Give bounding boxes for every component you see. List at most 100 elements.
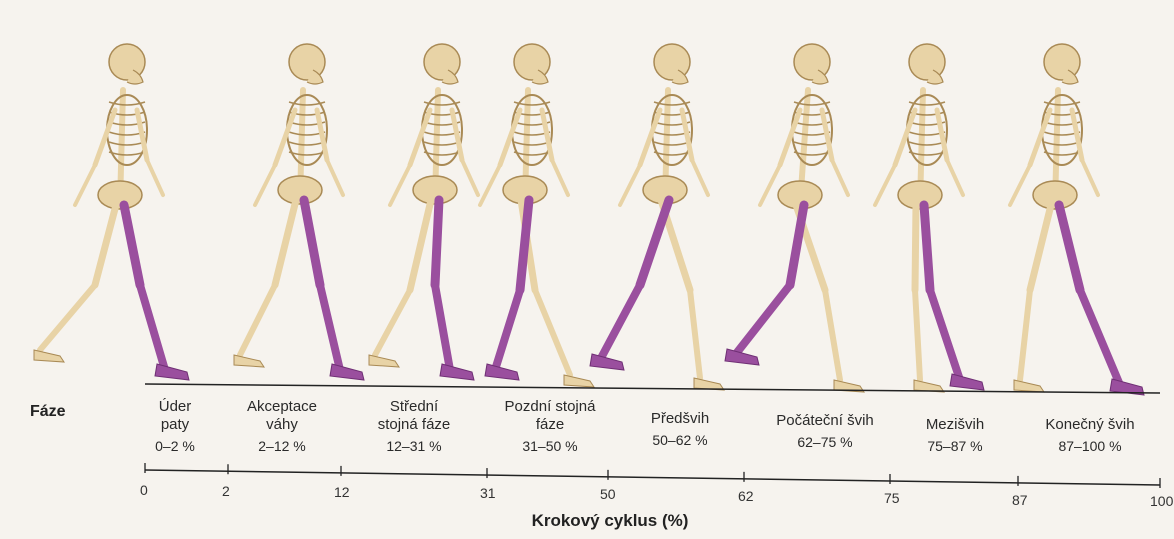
rib bbox=[654, 142, 690, 145]
foot bbox=[34, 350, 64, 362]
rib bbox=[289, 142, 325, 145]
phase-name: Mezišvih bbox=[905, 416, 1005, 434]
arm-lower bbox=[875, 165, 895, 205]
femur-highlight bbox=[1059, 205, 1080, 290]
phase-label-late-stance: Pozdní stojná fáze 31–50 % bbox=[480, 398, 620, 455]
tibia bbox=[240, 285, 275, 355]
foot-highlight bbox=[155, 364, 189, 380]
phase-range: 12–31 % bbox=[354, 437, 474, 455]
arm-upper bbox=[95, 110, 115, 165]
rib bbox=[424, 142, 460, 145]
arm-lower bbox=[75, 165, 95, 205]
tibia bbox=[825, 290, 840, 380]
phase-name: Předšvih bbox=[630, 410, 730, 428]
rib bbox=[909, 152, 945, 155]
foot-highlight bbox=[590, 354, 624, 370]
phase-range: 62–75 % bbox=[745, 433, 905, 451]
femur-highlight bbox=[924, 205, 930, 290]
tick-label: 87 bbox=[1012, 492, 1028, 508]
tibia-highlight bbox=[735, 285, 790, 355]
skeleton-figure bbox=[875, 44, 984, 392]
tibia-highlight bbox=[600, 285, 640, 360]
phase-name: Počáteční švih bbox=[745, 412, 905, 430]
tibia-highlight bbox=[495, 290, 520, 370]
phase-name: Pozdní stojná fáze bbox=[480, 398, 620, 434]
tibia-highlight bbox=[320, 285, 340, 370]
arm-lower bbox=[327, 160, 343, 195]
phase-label-terminal-swing: Konečný švih 87–100 % bbox=[1025, 416, 1155, 455]
phase-range: 75–87 % bbox=[905, 437, 1005, 455]
phase-range: 87–100 % bbox=[1025, 437, 1155, 455]
arm-upper bbox=[410, 110, 430, 165]
arm-lower bbox=[390, 165, 410, 205]
phase-name: Střední stojná fáze bbox=[354, 398, 474, 434]
rib bbox=[289, 152, 325, 155]
arm-lower bbox=[147, 160, 163, 195]
femur bbox=[1030, 205, 1051, 290]
arm-upper bbox=[1030, 110, 1050, 165]
femur bbox=[915, 205, 916, 290]
phase-label-initial-swing: Počáteční švih 62–75 % bbox=[745, 412, 905, 451]
phase-row-label: Fáze bbox=[30, 403, 66, 421]
axis-title: Krokový cyklus (%) bbox=[480, 511, 740, 531]
femur-highlight bbox=[640, 200, 669, 285]
rib bbox=[1044, 152, 1080, 155]
phase-range: 50–62 % bbox=[630, 431, 730, 449]
foot bbox=[1014, 380, 1044, 392]
arm-lower bbox=[552, 160, 568, 195]
femur-highlight bbox=[435, 200, 439, 285]
tibia bbox=[40, 285, 95, 350]
arm-lower bbox=[1082, 160, 1098, 195]
skeleton-figure bbox=[234, 44, 364, 380]
arm-lower bbox=[620, 165, 640, 205]
arm-upper bbox=[780, 110, 800, 165]
tick-label: 62 bbox=[738, 488, 754, 504]
foot bbox=[234, 355, 264, 367]
femur bbox=[410, 200, 431, 290]
tick-label: 2 bbox=[222, 483, 230, 499]
skeleton-figure bbox=[1010, 44, 1144, 395]
arm-lower bbox=[255, 165, 275, 205]
tibia-highlight bbox=[930, 290, 960, 380]
tick-label: 31 bbox=[480, 485, 496, 501]
phase-name: Konečný švih bbox=[1025, 416, 1155, 434]
rib bbox=[514, 142, 550, 145]
skeleton-figure bbox=[590, 44, 724, 390]
phase-label-mid-stance: Střední stojná fáze 12–31 % bbox=[354, 398, 474, 455]
foot-highlight bbox=[485, 364, 519, 380]
phase-name: Úder paty bbox=[130, 398, 220, 434]
tibia bbox=[1020, 290, 1030, 380]
femur-highlight bbox=[304, 200, 320, 285]
arm-lower bbox=[947, 160, 963, 195]
phase-range: 2–12 % bbox=[222, 437, 342, 455]
arm-lower bbox=[480, 165, 500, 205]
tick-label: 0 bbox=[140, 482, 148, 498]
skeleton-figure bbox=[480, 44, 594, 387]
rib bbox=[109, 142, 145, 145]
arm-upper bbox=[500, 110, 520, 165]
phase-label-heel-strike: Úder paty 0–2 % bbox=[130, 398, 220, 455]
skeleton-figure bbox=[369, 44, 478, 380]
arm-lower bbox=[1010, 165, 1030, 205]
tibia-highlight bbox=[1080, 290, 1120, 385]
tick-label: 75 bbox=[884, 490, 900, 506]
tick-label: 100 bbox=[1150, 493, 1173, 509]
femur bbox=[275, 200, 296, 285]
arm-upper bbox=[275, 110, 295, 165]
skeleton-figure bbox=[34, 44, 189, 380]
foot-highlight bbox=[950, 374, 984, 390]
foot bbox=[369, 355, 399, 367]
foot-highlight bbox=[330, 364, 364, 380]
tick-label: 12 bbox=[334, 484, 350, 500]
arm-lower bbox=[462, 160, 478, 195]
phase-label-weight-acceptance: Akceptace váhy 2–12 % bbox=[222, 398, 342, 455]
femur-highlight bbox=[124, 205, 140, 285]
tick-label: 50 bbox=[600, 486, 616, 502]
rib bbox=[424, 152, 460, 155]
rib bbox=[794, 142, 830, 145]
phase-label-mid-swing: Mezišvih 75–87 % bbox=[905, 416, 1005, 455]
separator-line bbox=[145, 384, 1160, 393]
phase-range: 0–2 % bbox=[130, 437, 220, 455]
